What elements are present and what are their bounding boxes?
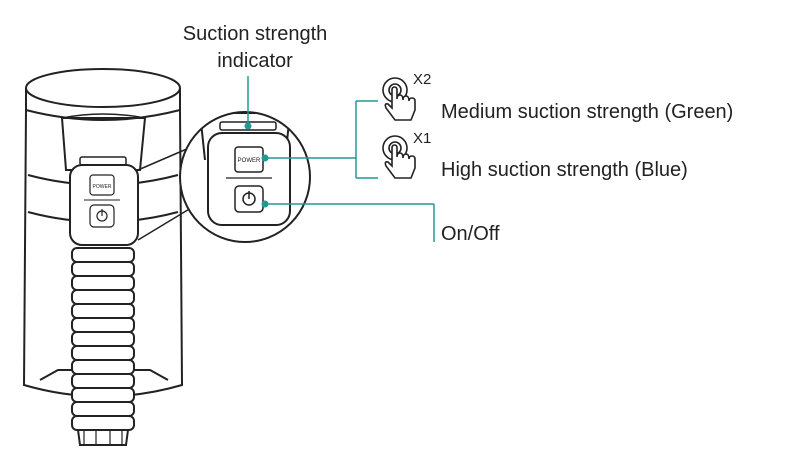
hand-press-icon [382,77,416,121]
indicator-label-line2: indicator [217,50,293,72]
zoom-power-text: POWER [238,158,261,164]
dot-onoff [261,200,269,208]
zoom-detail: POWER [179,111,311,243]
medium-suction-label: Medium suction strength (Green) [441,101,734,123]
high-suction-label: High suction strength (Blue) [441,159,688,181]
dot-power [261,154,269,162]
vacuum-tube [71,247,135,446]
vacuum-body [22,68,184,398]
dot-indicator [244,122,252,130]
body-power-text: POWER [93,184,112,190]
vacuum-lid-rim [25,88,181,121]
vacuum-lid [25,68,181,108]
callout-dots [244,122,269,208]
press-twice-label: X2 [413,71,432,88]
onoff-label: On/Off [441,223,500,245]
hand-press-icon [382,135,416,179]
press-once-label: X1 [413,130,432,147]
body-control-panel: POWER [69,156,139,246]
callout-lines [247,76,435,242]
vacuum-handle [60,117,147,171]
zoom-control-panel [207,132,291,226]
indicator-label-line1: Suction strength [182,23,328,45]
